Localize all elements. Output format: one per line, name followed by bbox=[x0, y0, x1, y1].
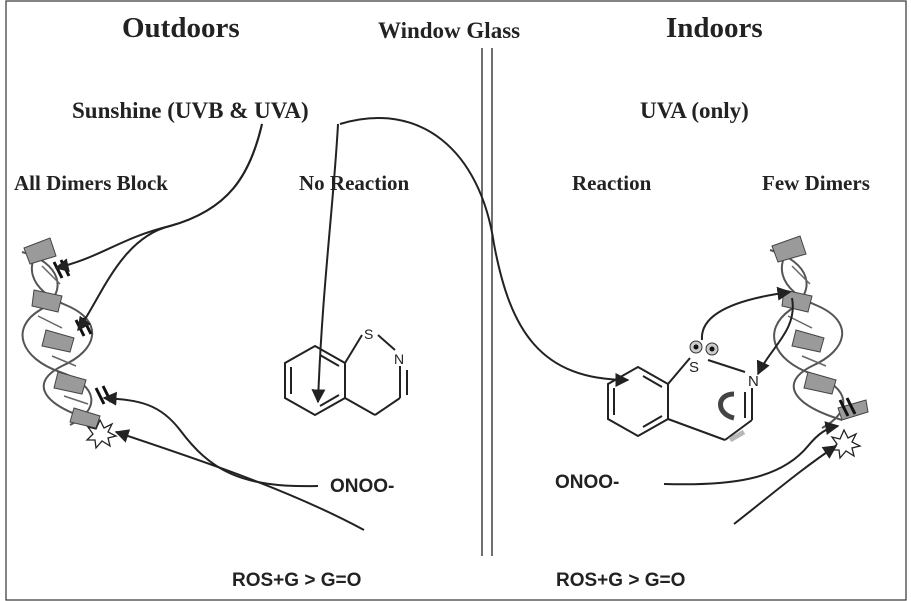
peroxynitrite-indoor: ONOO- bbox=[555, 472, 620, 493]
heading-outdoors: Outdoors bbox=[122, 12, 240, 44]
sulfur-atom-outdoor: S bbox=[364, 326, 373, 342]
light-source-indoor: UVA (only) bbox=[640, 98, 749, 123]
onoo-arrow-outdoor bbox=[102, 391, 319, 488]
frame-border bbox=[5, 0, 907, 601]
dna-helix-outdoor bbox=[21, 237, 101, 429]
onoo-arrow-indoor bbox=[663, 421, 840, 486]
heading-indoors: Indoors bbox=[666, 12, 763, 44]
heading-window-glass: Window Glass bbox=[378, 18, 521, 43]
benzothiazine-molecule-indoor bbox=[607, 357, 753, 441]
uva-arrow-molecule-indoor bbox=[339, 117, 630, 387]
uv-arrow-molecule-outdoor bbox=[311, 123, 339, 404]
uv-arrow-dna-top bbox=[54, 123, 263, 273]
benzothiazine-molecule-outdoor bbox=[284, 334, 408, 417]
outdoor-dna-label: All Dimers Block bbox=[14, 171, 168, 195]
light-source-outdoor: Sunshine (UVB & UVA) bbox=[72, 98, 309, 123]
highlighted-bond bbox=[728, 429, 746, 443]
reaction-arrows bbox=[54, 117, 840, 531]
nitrogen-atom-outdoor: N bbox=[394, 351, 404, 367]
peroxynitrite-outdoor: ONOO- bbox=[330, 476, 395, 497]
dna-helix-indoor bbox=[769, 235, 869, 429]
electron-transfer-arrow-out bbox=[700, 286, 792, 341]
electron-push-arrow bbox=[718, 391, 735, 421]
ros-reaction-outdoor: ROS+G > G=O bbox=[232, 570, 362, 591]
oxidative-damage-burst-indoor bbox=[829, 428, 862, 460]
ros-arrow-indoor bbox=[733, 445, 838, 525]
thymine-dimer-marks-indoor bbox=[838, 397, 857, 417]
ros-reaction-indoor: ROS+G > G=O bbox=[556, 570, 686, 591]
uv-arrow-dna-middle bbox=[77, 123, 263, 332]
indoor-dna-label: Few Dimers bbox=[762, 171, 870, 195]
indoor-drug-label: Reaction bbox=[572, 171, 652, 195]
ros-arrow-outdoor bbox=[114, 429, 365, 531]
sulfur-lone-pair bbox=[689, 340, 719, 356]
sulfur-atom-indoor: S bbox=[689, 359, 699, 376]
oxidative-damage-burst-outdoor bbox=[85, 418, 118, 450]
nitrogen-atom-indoor: N bbox=[748, 373, 759, 390]
outdoor-drug-label: No Reaction bbox=[299, 171, 410, 195]
electron-transfer-arrow-back bbox=[756, 297, 794, 376]
window-glass-divider bbox=[481, 48, 493, 556]
